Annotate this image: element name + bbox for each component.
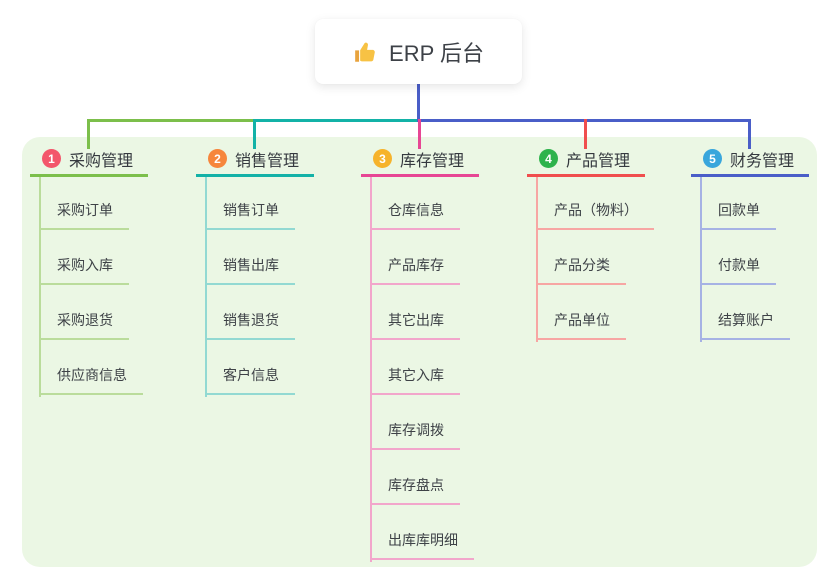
thumbs-up-icon bbox=[355, 42, 375, 62]
branch-spine bbox=[205, 177, 207, 397]
child-node[interactable]: 采购入库 bbox=[39, 255, 129, 285]
branch-number-badge: 5 bbox=[703, 149, 722, 168]
branch-drop-line bbox=[253, 119, 256, 149]
child-node[interactable]: 库存盘点 bbox=[370, 475, 460, 505]
branch-label: 销售管理 bbox=[235, 152, 300, 170]
bus-segment bbox=[253, 119, 421, 122]
branch-header-caigou[interactable]: 1 采购管理 bbox=[30, 149, 148, 177]
branch-header-kucun[interactable]: 3 库存管理 bbox=[361, 149, 479, 177]
child-node[interactable]: 出库库明细 bbox=[370, 530, 474, 560]
branches-panel bbox=[22, 137, 817, 567]
child-node[interactable]: 其它入库 bbox=[370, 365, 460, 395]
child-node[interactable]: 客户信息 bbox=[205, 365, 295, 395]
branch-header-caiwu[interactable]: 5 财务管理 bbox=[691, 149, 809, 177]
branch-number-badge: 1 bbox=[42, 149, 61, 168]
child-node[interactable]: 供应商信息 bbox=[39, 365, 143, 395]
branch-number-badge: 3 bbox=[373, 149, 392, 168]
branch-drop-line bbox=[87, 119, 90, 149]
child-node[interactable]: 仓库信息 bbox=[370, 200, 460, 230]
root-title: ERP 后台 bbox=[389, 40, 484, 66]
child-node[interactable]: 产品（物料） bbox=[536, 200, 654, 230]
child-node[interactable]: 产品分类 bbox=[536, 255, 626, 285]
root-connector-line bbox=[417, 84, 420, 122]
branch-drop-line bbox=[418, 119, 421, 149]
child-node[interactable]: 产品库存 bbox=[370, 255, 460, 285]
root-node[interactable]: ERP 后台 bbox=[315, 19, 522, 84]
branch-spine bbox=[370, 177, 372, 562]
child-node[interactable]: 采购订单 bbox=[39, 200, 129, 230]
child-node[interactable]: 其它出库 bbox=[370, 310, 460, 340]
branch-number-badge: 2 bbox=[208, 149, 227, 168]
child-node[interactable]: 结算账户 bbox=[700, 310, 790, 340]
branch-label: 库存管理 bbox=[400, 152, 465, 170]
child-node[interactable]: 产品单位 bbox=[536, 310, 626, 340]
branch-header-chanpin[interactable]: 4 产品管理 bbox=[527, 149, 645, 177]
bus-segment bbox=[87, 119, 253, 122]
child-node[interactable]: 回款单 bbox=[700, 200, 776, 230]
branch-number-badge: 4 bbox=[539, 149, 558, 168]
branch-spine bbox=[536, 177, 538, 342]
child-node[interactable]: 销售出库 bbox=[205, 255, 295, 285]
child-node[interactable]: 销售订单 bbox=[205, 200, 295, 230]
child-node[interactable]: 库存调拨 bbox=[370, 420, 460, 450]
branch-drop-line bbox=[584, 119, 587, 149]
branch-label: 产品管理 bbox=[566, 152, 631, 170]
branch-header-xiaoshou[interactable]: 2 销售管理 bbox=[196, 149, 314, 177]
child-node[interactable]: 采购退货 bbox=[39, 310, 129, 340]
branch-label: 财务管理 bbox=[730, 152, 795, 170]
branch-label: 采购管理 bbox=[69, 152, 134, 170]
child-node[interactable]: 销售退货 bbox=[205, 310, 295, 340]
child-node[interactable]: 付款单 bbox=[700, 255, 776, 285]
branch-spine bbox=[700, 177, 702, 342]
branch-drop-line bbox=[748, 119, 751, 149]
branch-spine bbox=[39, 177, 41, 397]
